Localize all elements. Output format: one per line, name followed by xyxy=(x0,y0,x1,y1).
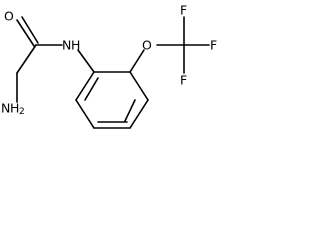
nh-to-ring-bond xyxy=(77,49,95,73)
carbonyl-to-ch2-bond xyxy=(16,44,37,74)
ether-oxygen-label: O xyxy=(142,38,152,53)
bonds xyxy=(16,16,210,129)
ring-inner-bond-1 xyxy=(84,77,99,101)
amine-hydrogen-label: H xyxy=(10,101,19,116)
amide-nitrogen-label: N xyxy=(62,38,71,53)
fluorine-bottom-label: F xyxy=(180,73,187,88)
fluorine-top-right-label: F xyxy=(210,38,217,53)
fluorine-top-left-label: F xyxy=(180,3,187,18)
atom-labels: O N H O F F F N H 2 xyxy=(1,3,217,118)
carbonyl-oxygen-label: O xyxy=(4,9,14,24)
carbonyl-double-bond-2 xyxy=(21,16,39,44)
ring-inner-bond-2 xyxy=(124,99,136,122)
amine-nitrogen-label: N xyxy=(1,101,10,116)
carbonyl-double-bond-1 xyxy=(16,19,35,47)
amine-hydrogen-subscript: 2 xyxy=(19,107,25,117)
ring-bond-2 xyxy=(129,71,149,101)
ring-bond-3 xyxy=(129,99,149,129)
molecule-diagram: O N H O F F F N H 2 xyxy=(1,3,217,129)
amide-hydrogen-label: H xyxy=(71,38,80,53)
ring-to-ether-o-bond xyxy=(129,49,145,73)
ring-bond-5 xyxy=(75,99,95,129)
ring-bond-6 xyxy=(75,71,95,101)
